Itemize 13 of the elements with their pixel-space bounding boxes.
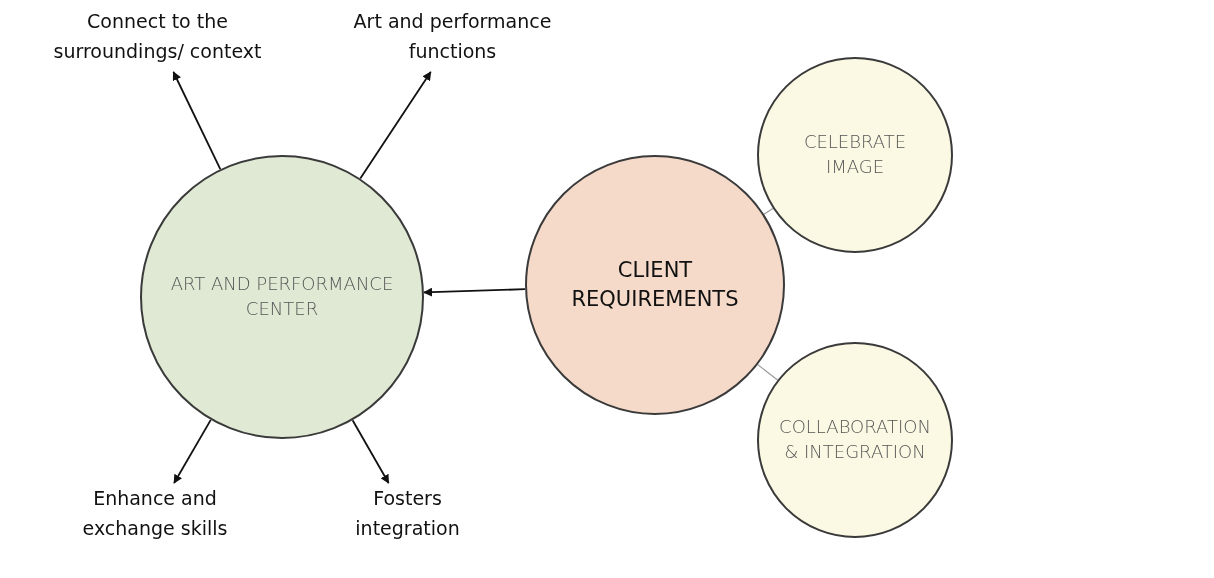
node-label: COLLABORATION & INTEGRATION [779,415,931,464]
note-text: Enhance and exchange skills [65,483,245,549]
note-text: Connect to the surroundings/ context [45,6,270,72]
note-text: Art and performance functions [345,6,560,72]
arrow [173,418,212,484]
note-text: Fosters integration [340,483,475,549]
arrow [423,287,526,297]
node-label: ART AND PERFORMANCE CENTER [169,272,395,321]
arrow [172,71,222,170]
arrow [351,419,390,484]
node-label: CELEBRATE IMAGE [802,130,908,179]
node-label: CLIENT REQUIREMENTS [570,257,740,313]
arrow [359,71,432,180]
